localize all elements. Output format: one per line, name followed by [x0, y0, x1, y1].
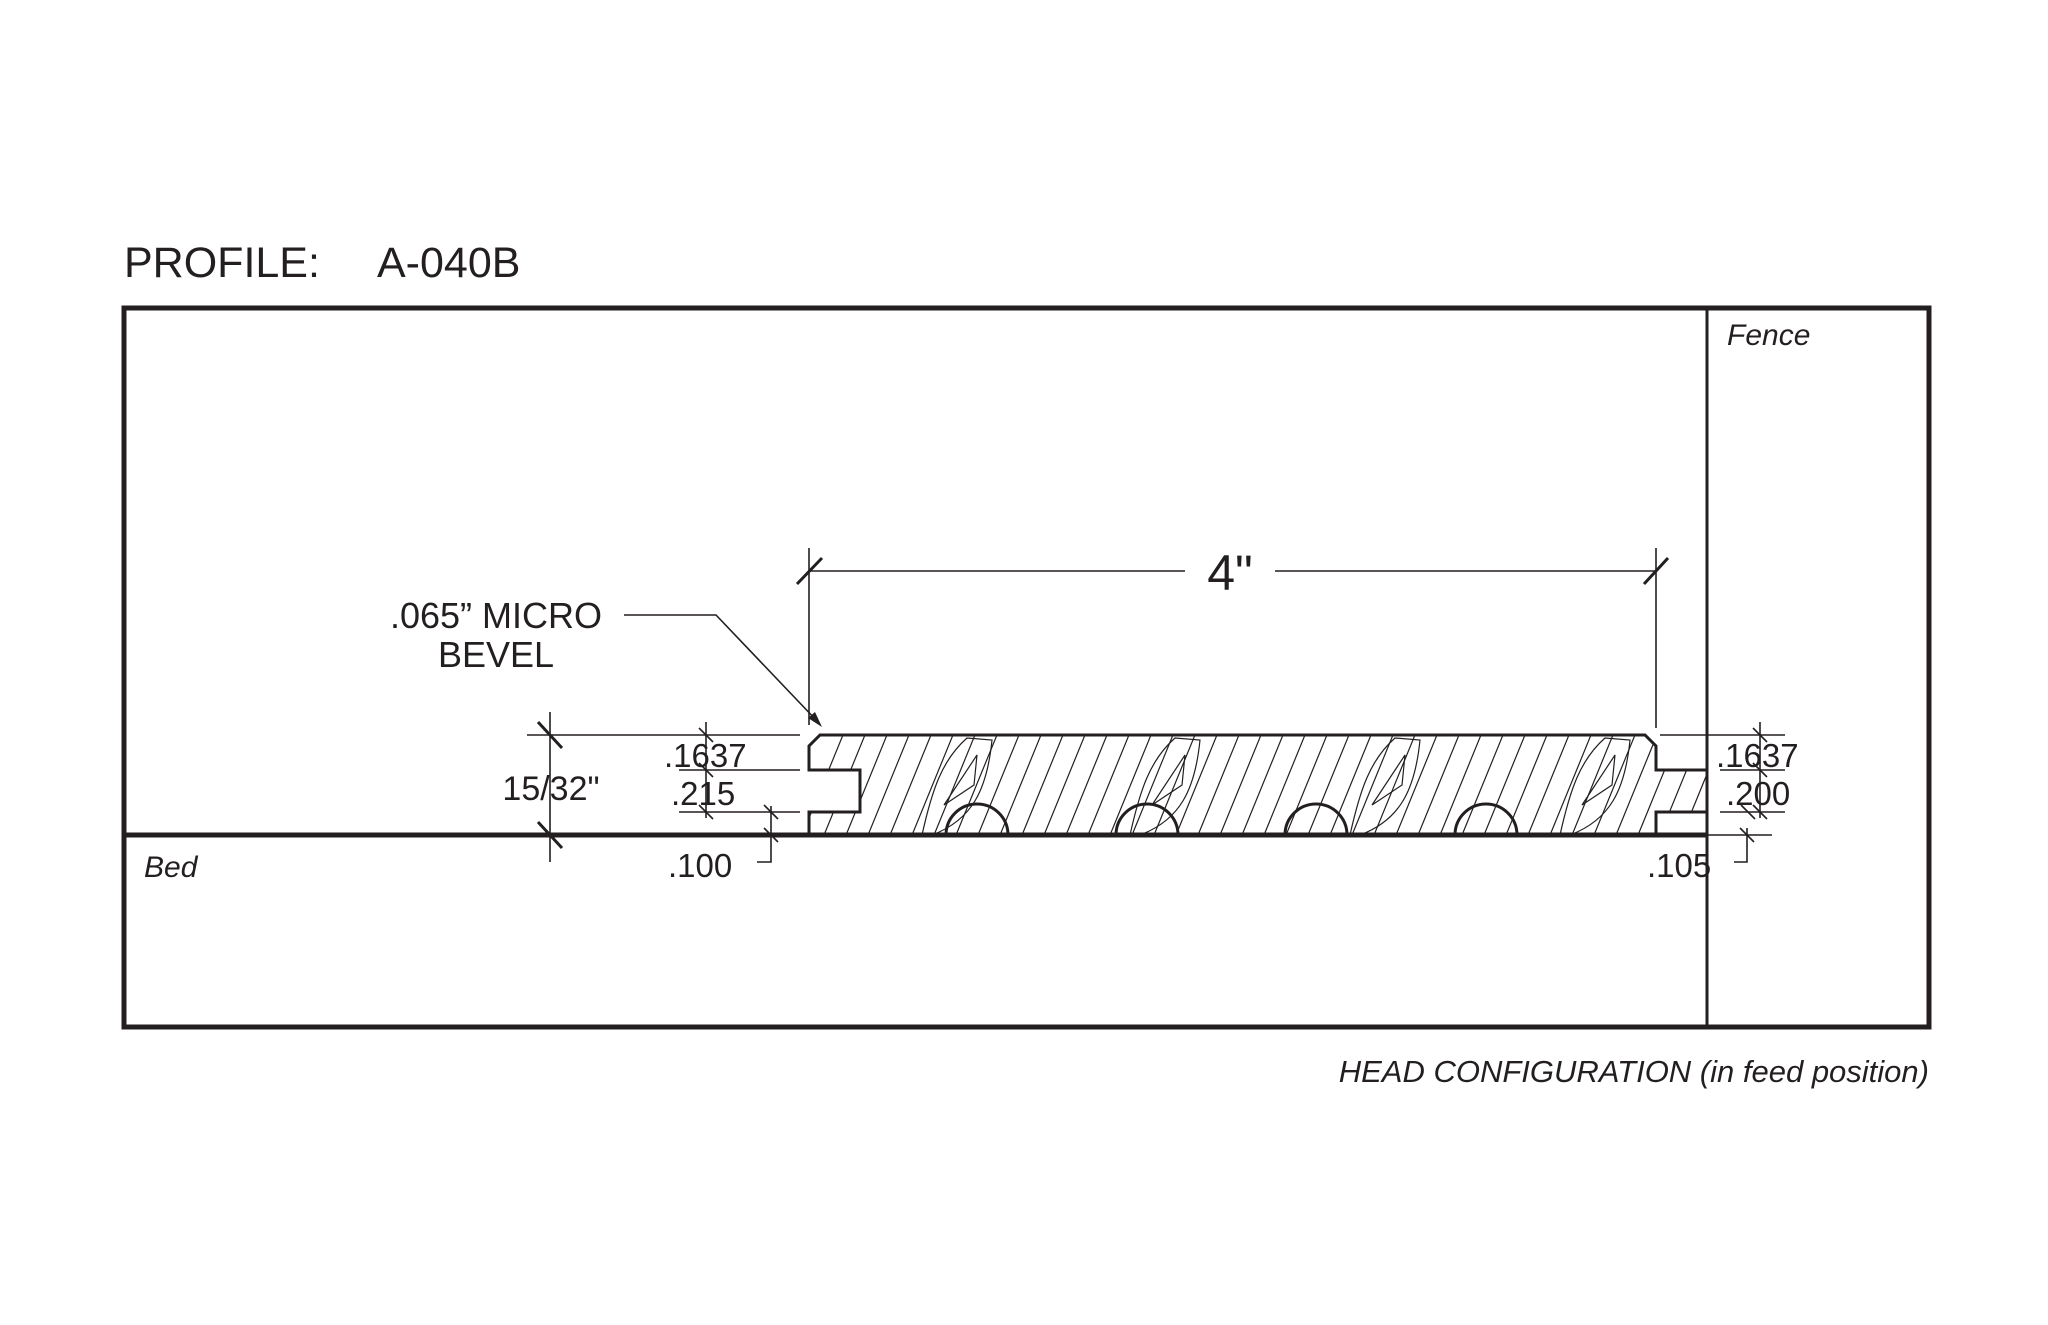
relief-kerfs [944, 802, 1519, 836]
thickness-label: 15/32" [502, 770, 599, 808]
micro-bevel-leader [624, 614, 822, 727]
fence-label: Fence [1727, 319, 1810, 352]
profile-code: A-040B [377, 239, 520, 287]
profile-label: PROFILE: [124, 239, 320, 287]
head-configuration-caption: HEAD CONFIGURATION (in feed position) [1339, 1054, 1929, 1089]
board-profile [807, 733, 1709, 837]
bed-label: Bed [144, 851, 199, 884]
width-dimension [795, 548, 1670, 728]
left-top-dimension: .1637 [664, 737, 747, 774]
right-tongue-dimension: .200 [1726, 775, 1790, 812]
right-top-dimension: .1637 [1716, 737, 1799, 774]
arrowhead-icon [808, 712, 822, 727]
left-bottom-dimension: .100 [668, 847, 732, 884]
thickness-dimension [527, 712, 800, 862]
width-dimension-label: 4" [1207, 545, 1253, 601]
head-frame [121, 305, 1932, 1030]
wood-grain [809, 735, 1707, 835]
left-edge-dimensions [679, 722, 800, 863]
right-bottom-dimension: .105 [1647, 847, 1711, 884]
right-edge-dimensions [1660, 722, 1785, 863]
micro-bevel-label-line2: BEVEL [438, 634, 554, 675]
micro-bevel-label-line1: .065” MICRO [390, 595, 602, 636]
left-groove-dimension: .215 [671, 775, 735, 812]
